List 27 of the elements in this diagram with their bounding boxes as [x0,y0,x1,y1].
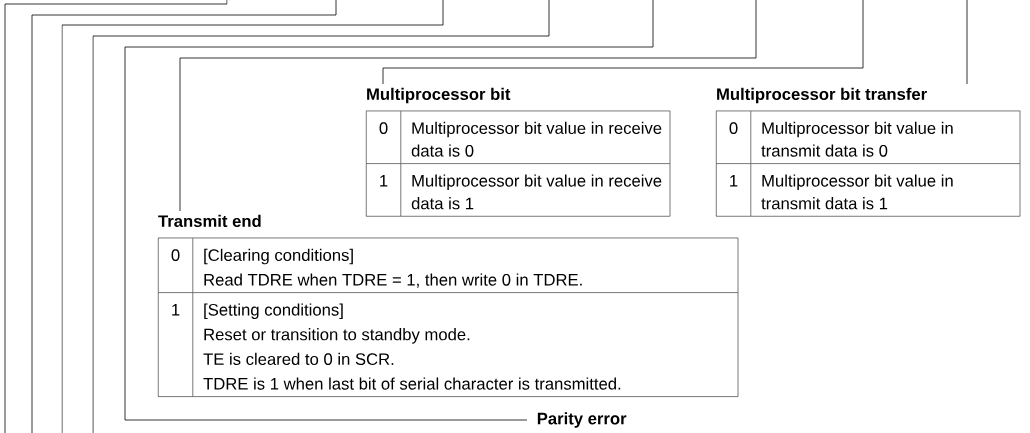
table-heading: Transmit end [158,214,261,228]
leader-line [966,0,968,85]
value-table [365,87,671,217]
value-table [715,87,1021,217]
cell-text: Multiprocessor bit value in transmit data is 1 [761,174,953,210]
cell-text: TDRE is 1 when last bit of serial character is transmitted. [203,377,621,390]
bit-value: 1 [172,304,180,316]
bit-value: 0 [379,122,388,135]
cell-text: Multiprocessor bit value in transmit data is 0 [761,121,953,157]
cell-text: [Setting conditions] [204,303,343,319]
table-heading: Multiprocessor bit [367,87,511,104]
cell-text: TE is cleared to 0 in SCR. [203,352,394,366]
cell-text: [Clearing conditions] [204,248,353,265]
value-table [157,214,739,397]
bit-value: 0 [171,249,180,262]
leader-line [124,0,654,421]
cell-text: Multiprocessor bit value in receive data is 0 [411,121,662,157]
field-label: Parity error [537,412,627,428]
bit-value: 1 [730,175,738,187]
bit-value: 0 [729,122,738,135]
leader-line [382,0,864,85]
cell-text: Read TDRE when TDRE = 1, then write 0 in TDRE. [204,273,582,288]
leader-line [179,0,757,212]
cell-text: Reset or transition to standby mode. [204,328,470,344]
table-heading: Multiprocessor bit transfer [717,87,927,104]
cell-text: Multiprocessor bit value in receive data is 1 [411,174,662,210]
bit-value: 1 [380,175,388,187]
